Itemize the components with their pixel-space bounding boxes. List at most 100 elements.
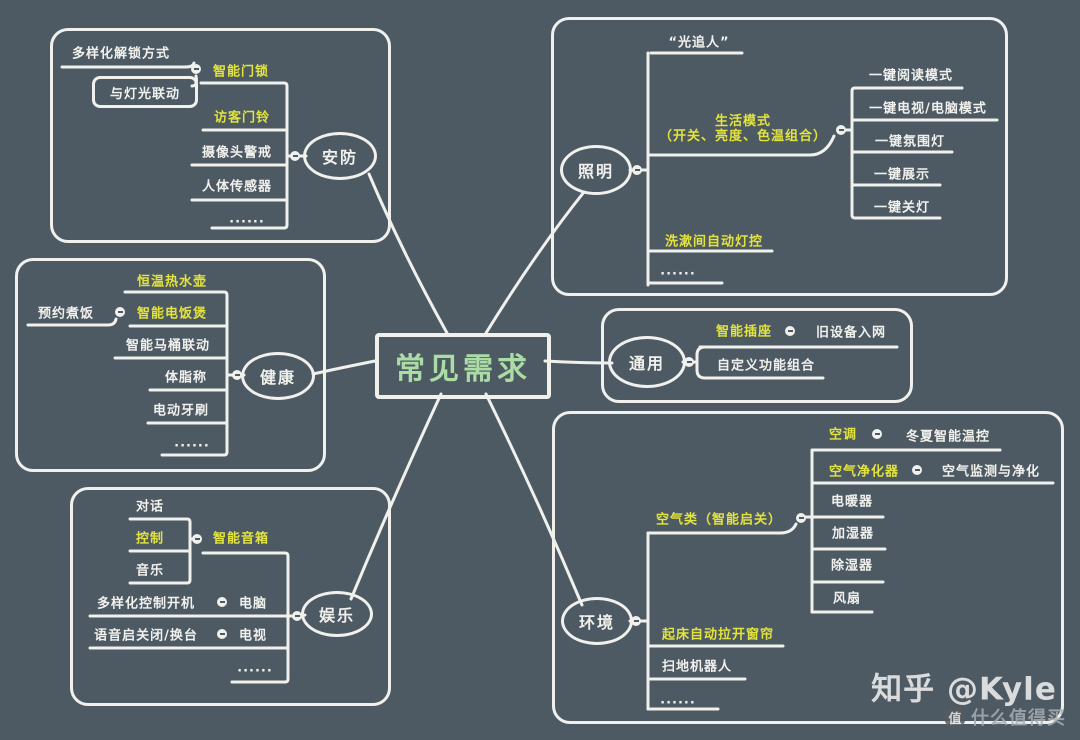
minus-icon: [914, 469, 920, 471]
minus-icon: [219, 601, 225, 603]
node-custom-combo[interactable]: 自定义功能组合: [716, 358, 816, 374]
branch-lighting[interactable]: 照明: [560, 145, 632, 195]
node-one-key-show[interactable]: 一键展示: [873, 167, 931, 183]
node-tv[interactable]: 电视: [238, 628, 268, 644]
branch-security[interactable]: 安防: [303, 132, 377, 180]
node-environment-more[interactable]: ......: [660, 692, 696, 708]
minus-icon: [292, 155, 298, 157]
node-life-mode[interactable]: 生活模式 （开关、亮度、色温组合）: [659, 114, 827, 144]
collapse-dot-air-group[interactable]: [796, 513, 806, 523]
collapse-dot-environment[interactable]: [631, 616, 641, 626]
node-light-follow[interactable]: “光追人”: [668, 35, 730, 51]
environment-group-frame: [552, 411, 1064, 724]
node-camera-alert[interactable]: 摄像头警戒: [201, 145, 273, 161]
node-toothbrush[interactable]: 电动牙刷: [152, 403, 210, 419]
minus-icon: [686, 361, 692, 363]
node-heater[interactable]: 电暖器: [830, 494, 874, 510]
node-air-group[interactable]: 空气类（智能启关）: [655, 512, 783, 528]
node-one-key-off[interactable]: 一键关灯: [873, 200, 931, 216]
collapse-dot-general[interactable]: [684, 357, 694, 367]
node-sweep-robot[interactable]: 扫地机器人: [661, 659, 733, 675]
node-music[interactable]: 音乐: [135, 563, 165, 579]
node-entertainment-more[interactable]: ......: [237, 660, 273, 676]
node-dehumidifier[interactable]: 除湿器: [830, 558, 874, 574]
branch-environment[interactable]: 环境: [561, 597, 633, 645]
node-pc-power-control[interactable]: 多样化控制开机: [96, 596, 196, 612]
node-light-link[interactable]: 与灯光联动: [92, 76, 198, 108]
health-lines: [26, 290, 246, 457]
lighting-lines: [628, 51, 999, 287]
minus-icon: [234, 374, 240, 376]
collapse-dot-pc[interactable]: [217, 597, 227, 607]
zhihu-watermark: 知乎 @Kyle: [871, 671, 1057, 708]
node-smart-speaker[interactable]: 智能音箱: [212, 531, 270, 547]
minus-icon: [634, 169, 640, 171]
node-body-fat-scale[interactable]: 体脂称: [164, 370, 208, 386]
collapse-dot-ac[interactable]: [872, 429, 882, 439]
minus-icon: [633, 620, 639, 622]
node-control[interactable]: 控制: [135, 531, 165, 547]
node-one-key-tv-pc[interactable]: 一键电视/电脑模式: [869, 101, 987, 117]
smzdm-logo-icon: 值: [944, 706, 966, 728]
minus-icon: [117, 311, 123, 313]
node-one-key-read[interactable]: 一键阅读模式: [868, 68, 954, 84]
minus-icon: [194, 538, 200, 540]
node-rice-cooker[interactable]: 智能电饭煲: [136, 306, 208, 322]
collapse-dot-tv[interactable]: [217, 629, 227, 639]
node-air-purifier[interactable]: 空气净化器: [828, 464, 900, 480]
branch-general[interactable]: 通用: [608, 336, 686, 388]
smzdm-watermark-text: 什么值得买: [971, 708, 1066, 729]
node-humidifier[interactable]: 加湿器: [831, 526, 875, 542]
entertainment-lines: [88, 517, 307, 684]
collapse-dot-security[interactable]: [290, 151, 300, 161]
minus-icon: [294, 615, 300, 617]
smzdm-watermark: 值 什么值得买: [944, 704, 1066, 730]
node-ac-note[interactable]: 冬夏智能温控: [905, 429, 991, 445]
minus-icon: [193, 68, 199, 70]
collapse-dot-lighting[interactable]: [632, 165, 642, 175]
node-voice-tv-control[interactable]: 语音启关闭/换台: [94, 628, 198, 644]
node-pc[interactable]: 电脑: [238, 596, 268, 612]
collapse-dot-socket[interactable]: [785, 326, 795, 336]
node-life-mode-line2: （开关、亮度、色温组合）: [658, 129, 828, 144]
lighting-group-frame: [551, 17, 1008, 296]
collapse-dot-rice-cooker[interactable]: [115, 307, 125, 317]
node-visitor-doorbell[interactable]: 访客门铃: [213, 110, 271, 126]
collapse-dot-purifier[interactable]: [912, 465, 922, 475]
node-health-more[interactable]: ......: [174, 435, 210, 451]
node-lighting-more[interactable]: ......: [660, 263, 696, 279]
node-fan[interactable]: 风扇: [832, 591, 862, 607]
node-unlock-methods[interactable]: 多样化解锁方式: [71, 46, 171, 62]
root-node[interactable]: 常见需求: [375, 333, 551, 399]
branch-entertainment[interactable]: 娱乐: [301, 591, 373, 637]
node-one-key-ambient[interactable]: 一键氛围灯: [874, 134, 946, 150]
branch-health[interactable]: 健康: [241, 352, 315, 400]
minus-icon: [874, 433, 880, 435]
node-life-mode-line1: 生活模式: [714, 114, 772, 129]
node-wake-curtain[interactable]: 起床自动拉开窗帘: [661, 627, 775, 643]
minus-icon: [838, 129, 844, 131]
environment-lines: [628, 448, 1055, 711]
minus-icon: [219, 633, 225, 635]
node-smart-socket[interactable]: 智能插座: [715, 324, 773, 340]
center-links: [311, 172, 614, 607]
node-body-sensor[interactable]: 人体传感器: [201, 179, 273, 195]
node-legacy-devices[interactable]: 旧设备入网: [815, 325, 887, 341]
security-group-frame: [50, 28, 391, 243]
node-smart-toilet[interactable]: 智能马桶联动: [125, 338, 211, 354]
collapse-dot-door-lock[interactable]: [191, 64, 201, 74]
collapse-dot-health[interactable]: [232, 370, 242, 380]
node-washroom-light[interactable]: 洗漱间自动灯控: [664, 234, 764, 250]
collapse-dot-speaker[interactable]: [192, 534, 202, 544]
collapse-dot-life-mode[interactable]: [836, 125, 846, 135]
minus-icon: [798, 517, 804, 519]
node-security-more[interactable]: ......: [229, 211, 265, 227]
node-dialog[interactable]: 对话: [135, 499, 165, 515]
node-smart-door-lock[interactable]: 智能门锁: [212, 64, 270, 80]
node-kettle[interactable]: 恒温热水壶: [136, 274, 208, 290]
node-schedule-cook[interactable]: 预约煮饭: [37, 306, 95, 322]
collapse-dot-entertainment[interactable]: [292, 611, 302, 621]
node-purifier-note[interactable]: 空气监测与净化: [941, 464, 1041, 480]
node-ac[interactable]: 空调: [828, 427, 858, 443]
